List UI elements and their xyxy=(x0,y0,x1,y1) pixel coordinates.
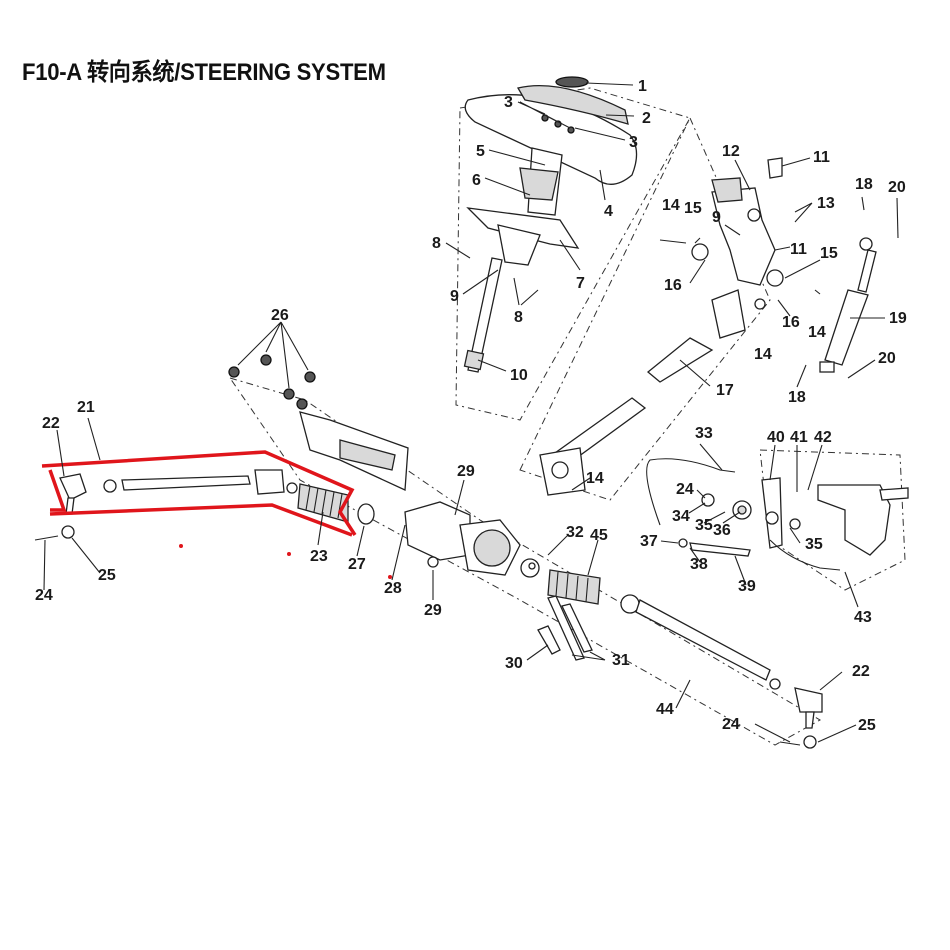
callout-35: 35 xyxy=(695,517,713,534)
callout-33: 33 xyxy=(695,425,713,442)
callout-11: 11 xyxy=(790,241,807,258)
callout-32: 32 xyxy=(566,524,584,541)
callout-25: 25 xyxy=(858,717,876,734)
steering-damper xyxy=(819,237,877,373)
frame-bolts xyxy=(228,354,316,410)
steering-column-shaft xyxy=(463,257,503,373)
leader-lines xyxy=(43,82,899,743)
callout-43: 43 xyxy=(854,609,872,626)
callout-8: 8 xyxy=(514,309,523,326)
callout-30: 30 xyxy=(505,655,523,672)
callout-31: 31 xyxy=(612,652,630,669)
diagram-title: F10-A 转向系统/STEERING SYSTEM xyxy=(22,59,386,86)
callout-20: 20 xyxy=(878,350,896,367)
steering-column-boundary xyxy=(455,87,691,421)
intermediate-shaft xyxy=(539,289,746,496)
callout-20: 20 xyxy=(888,179,906,196)
callout-38: 38 xyxy=(690,556,708,573)
steering-rack xyxy=(299,411,540,578)
callout-41: 41 xyxy=(790,429,808,446)
callout-22: 22 xyxy=(852,663,870,680)
callout-16: 16 xyxy=(782,314,800,331)
callout-18: 18 xyxy=(788,389,806,406)
callout-27: 27 xyxy=(348,556,366,573)
callout-25: 25 xyxy=(98,567,116,584)
highlight-dot xyxy=(287,552,291,556)
rack-frame-boundary xyxy=(228,377,822,746)
callout-35: 35 xyxy=(805,536,823,553)
callout-29: 29 xyxy=(457,463,475,480)
callout-14: 14 xyxy=(586,470,604,487)
brake-linkage xyxy=(646,458,909,571)
callout-3: 3 xyxy=(504,94,513,111)
left-boot xyxy=(297,483,375,525)
highlight-outline-lower xyxy=(49,503,353,537)
highlight-dot xyxy=(179,544,183,548)
callout-10: 10 xyxy=(510,367,528,384)
callout-15: 15 xyxy=(684,200,702,217)
highlight-outline xyxy=(41,450,357,536)
right-tie-rod xyxy=(547,569,823,749)
callout-14: 14 xyxy=(808,324,826,341)
callout-17: 17 xyxy=(716,382,734,399)
callout-24: 24 xyxy=(722,716,740,733)
callout-1: 1 xyxy=(638,78,647,95)
callout-6: 6 xyxy=(472,172,481,189)
callout-3: 3 xyxy=(629,134,638,151)
callout-15: 15 xyxy=(820,245,838,262)
callout-16: 16 xyxy=(664,277,682,294)
callout-26: 26 xyxy=(271,307,289,324)
callout-2: 2 xyxy=(642,110,651,127)
callout-12: 12 xyxy=(722,143,740,160)
callout-labels: 1 2 3 3 4 5 6 7 8 8 9 9 10 11 11 12 13 1… xyxy=(35,78,907,734)
callout-42: 42 xyxy=(814,429,832,446)
callout-14: 14 xyxy=(662,197,680,214)
callout-22: 22 xyxy=(42,415,60,432)
callout-19: 19 xyxy=(889,310,907,327)
callout-9: 9 xyxy=(450,288,459,305)
callout-40: 40 xyxy=(767,429,785,446)
column-bracket xyxy=(691,157,784,310)
callout-34: 34 xyxy=(672,508,690,525)
callout-13: 13 xyxy=(817,195,835,212)
callout-21: 21 xyxy=(77,399,95,416)
callout-24: 24 xyxy=(676,481,694,498)
rack-mount-bolts xyxy=(528,562,593,661)
callout-7: 7 xyxy=(576,275,585,292)
callout-45: 45 xyxy=(590,527,608,544)
callout-44: 44 xyxy=(656,701,674,718)
highlight-dot xyxy=(388,575,392,579)
intermediate-shaft-boundary xyxy=(519,116,771,501)
callout-39: 39 xyxy=(738,578,756,595)
steering-wheel-assembly xyxy=(464,76,638,266)
callout-14: 14 xyxy=(754,346,772,363)
callout-9: 9 xyxy=(712,209,721,226)
callout-4: 4 xyxy=(604,203,613,220)
callout-8: 8 xyxy=(432,235,441,252)
callout-37: 37 xyxy=(640,533,658,550)
callout-11: 11 xyxy=(813,149,830,166)
brake-bracket-boundary xyxy=(759,449,906,591)
callout-18: 18 xyxy=(855,176,873,193)
callout-5: 5 xyxy=(476,143,485,160)
callout-28: 28 xyxy=(384,580,402,597)
callout-23: 23 xyxy=(310,548,328,565)
callout-36: 36 xyxy=(713,522,731,539)
callout-24: 24 xyxy=(35,587,53,604)
left-tie-rod xyxy=(34,469,298,541)
callout-29: 29 xyxy=(424,602,442,619)
